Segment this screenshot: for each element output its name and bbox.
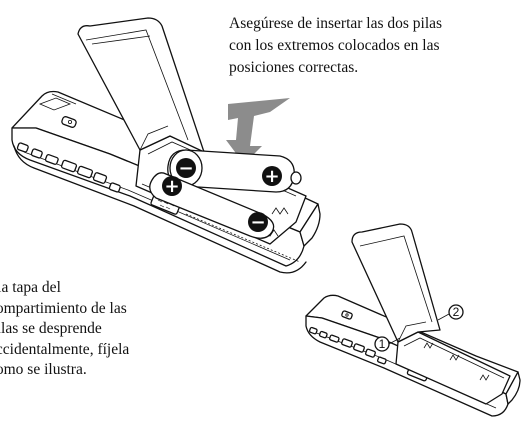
lid-note-line-2: compartimiento de las	[0, 299, 127, 317]
callout-1-label: 1	[379, 337, 386, 351]
insert-note-line-1: Asegúrese de insertar las dos pilas	[229, 15, 443, 32]
polarity-plus-lower: +	[164, 176, 179, 197]
insertion-arrow	[226, 98, 290, 164]
lid-note-line-5: como se ilustra.	[0, 361, 87, 378]
lid-note-line-1: i la tapa del	[0, 279, 61, 296]
lid-reattach-illustration: 1 2	[305, 223, 521, 417]
battery-lower: + −	[149, 172, 275, 239]
insert-note-line-2: con los extremos colocados en las	[229, 37, 440, 54]
battery-lid-open	[77, 17, 205, 153]
callout-1: 1	[374, 336, 401, 352]
battery-insertion-illustration: − + + −	[11, 17, 321, 274]
front-buttons	[16, 142, 121, 193]
front-buttons-small	[308, 326, 387, 365]
lid-detached	[351, 223, 441, 343]
polarity-plus-upper: +	[264, 166, 279, 187]
callout-2: 2	[437, 304, 464, 321]
lid-note-line-3: pilas se desprende	[0, 320, 102, 337]
callout-2-label: 2	[453, 305, 460, 319]
insert-batteries-note: Asegúrese de insertar las dos pilas con …	[229, 13, 519, 79]
polarity-minus-upper: −	[178, 158, 193, 179]
lid-note-line-4: accidentalmente, fíjela	[0, 340, 130, 358]
polarity-minus-lower: −	[250, 212, 265, 233]
battery-upper: − +	[167, 149, 302, 193]
insert-note-line-3: posiciones correctas.	[229, 59, 359, 76]
lid-reattach-note: i la tapa del compartimiento de las pila…	[0, 278, 180, 381]
